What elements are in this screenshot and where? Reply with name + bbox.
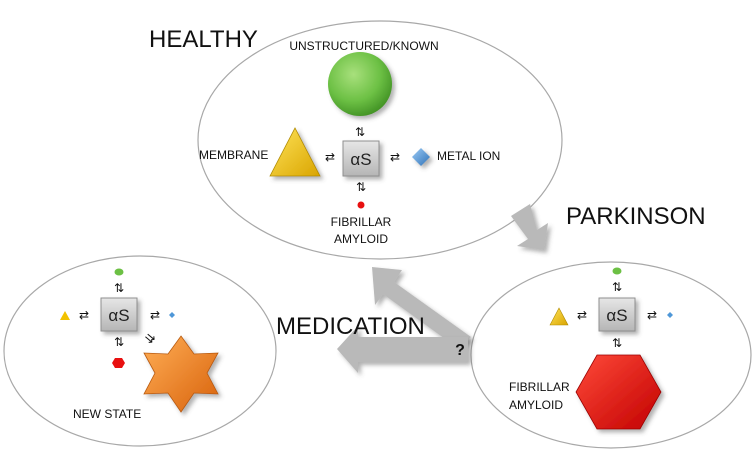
healthy-arrow-right: ⇄ [390, 150, 400, 164]
parkinson-diamond [667, 312, 673, 318]
parkinson-arrow [511, 204, 548, 250]
healthy-label: HEALTHY [149, 26, 258, 53]
parkinson-green-dot [612, 267, 622, 275]
unstructured-label: UNSTRUCTURED/KNOWN [289, 39, 438, 53]
unstructured-circle [328, 52, 392, 116]
parkinson-arrow-right: ⇄ [647, 308, 657, 322]
parkinson-arrow-up: ⇅ [612, 280, 622, 294]
medication-protein-label: αS [108, 306, 129, 325]
membrane-triangle [269, 127, 321, 177]
membrane-label: MEMBRANE [199, 148, 268, 162]
medication-diamond [169, 312, 175, 318]
new-state-star [143, 335, 219, 413]
parkinson-label: PARKINSON [566, 203, 706, 230]
healthy-ellipse [197, 20, 563, 260]
medication-arrow-down: ⇅ [114, 335, 124, 349]
medication-arrow-right: ⇄ [150, 308, 160, 322]
parkinson-triangle [549, 307, 569, 326]
medication-triangle [60, 311, 70, 320]
healthy-arrow-left: ⇄ [325, 150, 335, 164]
healthy-protein-label: αS [350, 150, 371, 169]
medication-green-dot [114, 268, 124, 276]
metal-ion-diamond [412, 148, 430, 166]
fibrillar-hexagon [575, 354, 662, 430]
medication-label: MEDICATION [276, 313, 425, 340]
fibrillar-label-1: FIBRILLAR [331, 215, 392, 229]
fibrillar-label-2: AMYLOID [334, 232, 388, 246]
metal-ion-label: METAL ION [437, 149, 500, 163]
healthy-protein-box [342, 140, 380, 177]
parkinson-fibrillar-label-2: AMYLOID [509, 398, 563, 412]
question-mark: ? [455, 342, 465, 359]
healthy-arrow-down: ⇅ [356, 180, 366, 194]
parkinson-arrow-down: ⇅ [612, 336, 622, 350]
healthy-arrow-up: ⇅ [355, 125, 365, 139]
parkinson-arrow-left: ⇄ [577, 308, 587, 322]
medication-arrow-up: ⇅ [114, 281, 124, 295]
medication-protein-box [100, 297, 138, 332]
recovery-arrow [372, 267, 471, 349]
new-state-label: NEW STATE [73, 407, 141, 421]
parkinson-fibrillar-label-1: FIBRILLAR [509, 380, 570, 394]
medication-ellipse [3, 255, 277, 447]
parkinson-protein-box [598, 297, 636, 332]
medication-red-hexagon [112, 358, 125, 368]
medication-arrow-left: ⇄ [79, 308, 89, 322]
medication-arrow [337, 326, 468, 373]
fibrillar-dot [357, 201, 365, 209]
parkinson-protein-label: αS [606, 306, 627, 325]
